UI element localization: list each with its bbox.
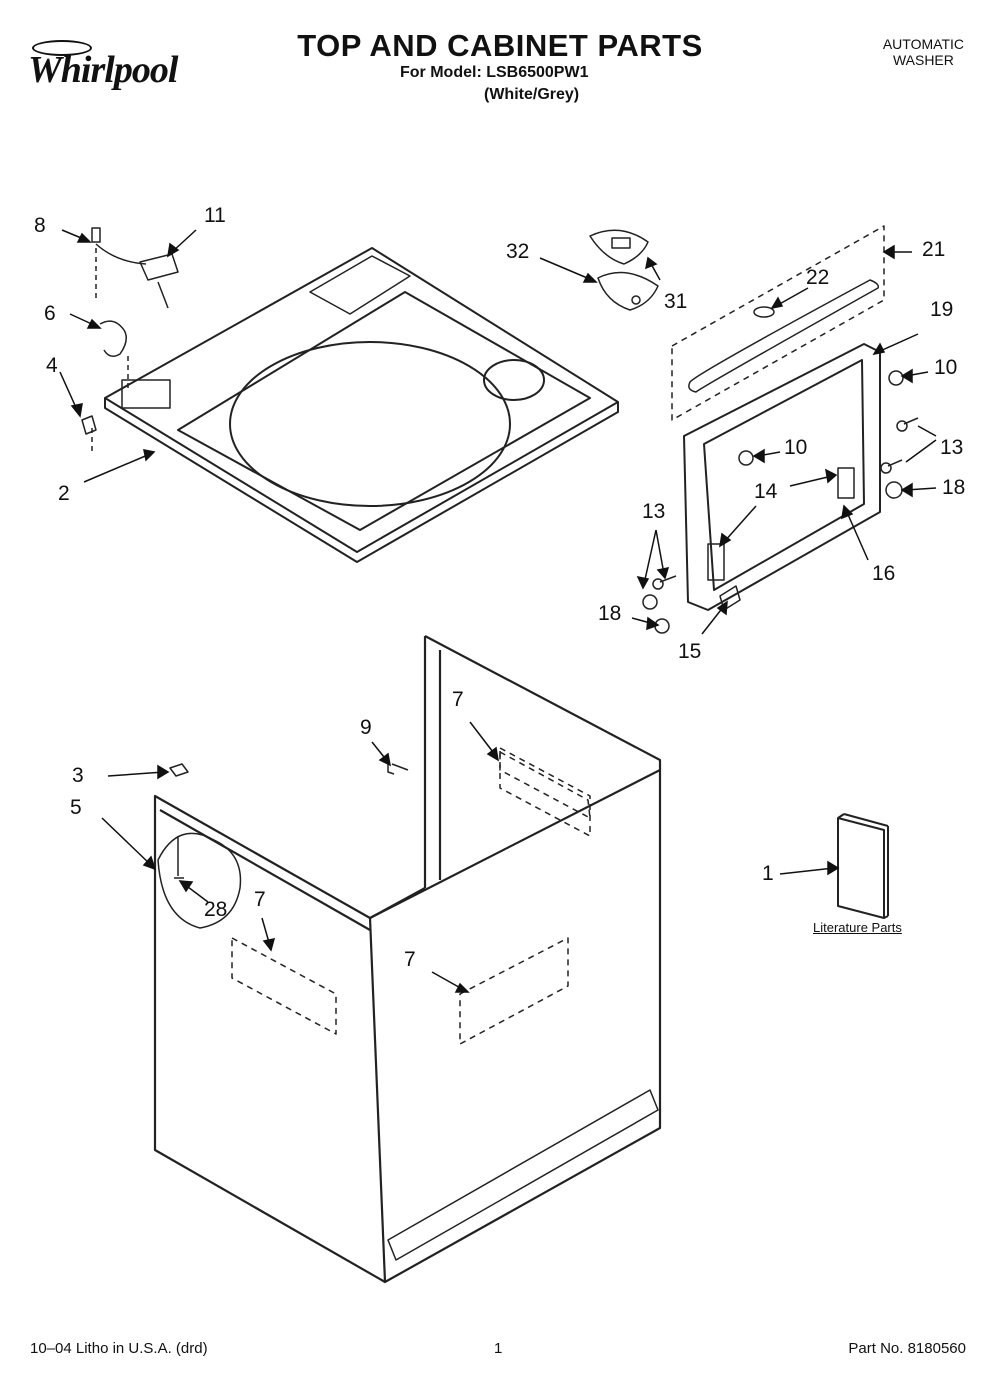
callout-10-a: 10 [934,356,958,379]
callout-9: 9 [360,716,372,739]
page-title: TOP AND CABINET PARTS [297,28,703,63]
switch-and-hardware-parts [81,227,179,452]
whirlpool-logo: Whirlpool [28,40,198,100]
product-type-line2: WASHER [892,52,954,68]
callout-15: 15 [678,640,702,663]
logo-swoosh-icon [32,40,92,56]
callout-5: 5 [70,796,82,819]
callout-13-b: 13 [642,500,666,523]
callout-1: 1 [762,862,774,885]
callout-10-b: 10 [784,436,808,459]
product-type: AUTOMATIC WASHER [883,36,964,68]
top-panel-part [104,247,619,563]
color-line: (White/Grey) [484,86,580,103]
callout-32: 32 [506,240,530,263]
callout-18-b: 18 [598,602,622,625]
brand-name: Whirlpool [28,49,178,91]
callout-16: 16 [872,562,896,585]
callout-14: 14 [754,480,778,503]
callout-7-a: 7 [452,688,464,711]
callout-13-a: 13 [940,436,964,459]
callout-leaders [59,229,937,993]
model-line: For Model: LSB6500PW1 [400,64,589,81]
callout-22: 22 [806,266,830,289]
callout-8: 8 [34,214,46,237]
dispenser-cap-parts [589,229,659,311]
callout-3: 3 [72,764,84,787]
product-type-line1: AUTOMATIC [882,36,964,52]
callout-11: 11 [204,204,226,227]
callout-7-c: 7 [404,948,416,971]
part-number: Part No. 8180560 [848,1340,966,1357]
literature-parts-label: Literature Parts [813,920,902,935]
lid-screws-parts [642,370,919,634]
lid-assembly-part [671,225,885,421]
print-info: 10–04 Litho in U.S.A. (drd) [30,1340,208,1357]
callout-31: 31 [664,290,688,313]
literature-parts-booklet [837,813,889,919]
callout-6: 6 [44,302,56,325]
label-placeholders [231,747,591,1045]
callout-19: 19 [930,298,954,321]
callout-21: 21 [922,238,946,261]
callout-18-a: 18 [942,476,966,499]
callout-28: 28 [204,898,228,921]
cabinet-part [153,635,662,1284]
callout-2: 2 [58,482,70,505]
callout-4: 4 [46,354,58,377]
cabinet-hardware-parts [169,762,409,777]
lid-frame-part [683,343,881,611]
callout-7-b: 7 [254,888,266,911]
page-number: 1 [494,1340,503,1357]
